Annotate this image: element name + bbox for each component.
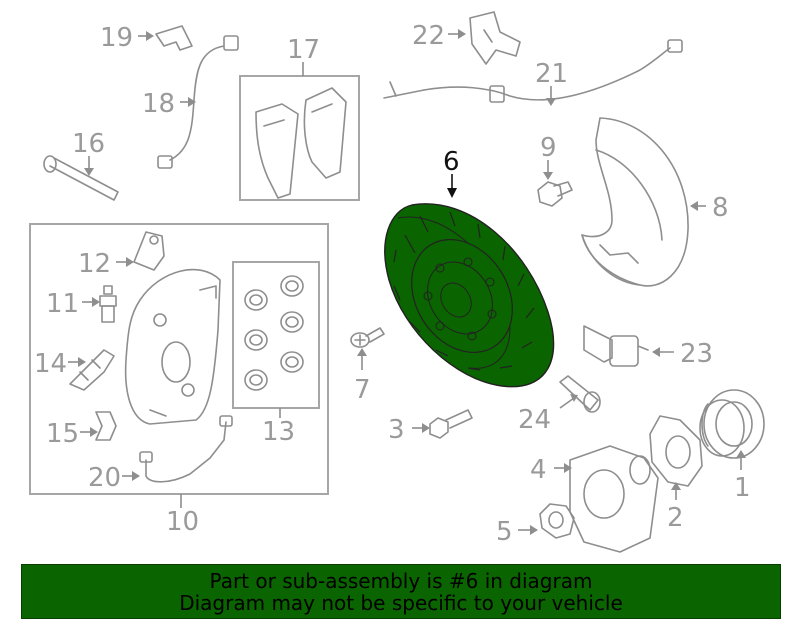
clip-part[interactable]: [155, 25, 193, 51]
callout-7[interactable]: 7: [354, 375, 371, 405]
callout-10[interactable]: 10: [166, 507, 199, 537]
callout-11[interactable]: 11: [46, 289, 79, 319]
wear-sensor-part[interactable]: [583, 325, 649, 367]
callout-4[interactable]: 4: [530, 455, 547, 485]
callout-9[interactable]: 9: [540, 133, 557, 163]
callout-12[interactable]: 12: [78, 249, 111, 279]
callout-18[interactable]: 18: [142, 89, 175, 119]
pin-part[interactable]: [43, 155, 119, 201]
caliper-part[interactable]: [124, 268, 221, 425]
bleeder-part[interactable]: [99, 285, 117, 323]
brake-pads-group-box: [239, 75, 360, 201]
callout-16[interactable]: 16: [72, 129, 105, 159]
brake-rotor-part[interactable]: [384, 203, 555, 388]
arrow-6: [447, 188, 457, 198]
rotor-screw-part[interactable]: [350, 327, 385, 348]
callout-15[interactable]: 15: [46, 419, 79, 449]
callout-5[interactable]: 5: [496, 517, 513, 547]
callout-2[interactable]: 2: [667, 503, 684, 533]
seal-kit-group-box: [232, 261, 320, 409]
callout-20[interactable]: 20: [88, 463, 121, 493]
part-info-banner: Part or sub-assembly is #6 in diagram Di…: [21, 564, 781, 619]
callout-21[interactable]: 21: [535, 59, 568, 89]
dust-shield-part[interactable]: [581, 117, 689, 287]
callout-24[interactable]: 24: [518, 405, 551, 435]
banner-line-2: Diagram may not be specific to your vehi…: [179, 590, 623, 615]
callout-8[interactable]: 8: [712, 193, 729, 223]
callout-19[interactable]: 19: [100, 23, 133, 53]
backing-plate-part[interactable]: [649, 415, 703, 487]
retaining-clip-part[interactable]: [95, 411, 117, 441]
hose-bracket-part[interactable]: [469, 11, 521, 65]
brake-line-part[interactable]: [139, 415, 233, 483]
caliper-group-box: [29, 223, 329, 495]
sleeve-part[interactable]: [559, 375, 601, 413]
pad-bracket-part[interactable]: [133, 231, 165, 271]
callout-1[interactable]: 1: [734, 473, 751, 503]
shield-bolt-part[interactable]: [537, 181, 573, 207]
callout-14[interactable]: 14: [34, 349, 67, 379]
callout-17[interactable]: 17: [287, 35, 320, 65]
sensor-wire-part[interactable]: [157, 35, 239, 169]
callout-3[interactable]: 3: [388, 415, 405, 445]
seal-kit-part[interactable]: [244, 275, 304, 391]
brake-hose-part[interactable]: [383, 39, 683, 103]
leader-24: [559, 397, 575, 409]
wheel-hub-part[interactable]: [569, 445, 659, 553]
hub-nut-part[interactable]: [539, 503, 575, 539]
brake-pads-part[interactable]: [255, 87, 347, 199]
callout-6[interactable]: 6: [443, 147, 460, 177]
callout-13[interactable]: 13: [262, 417, 295, 447]
wheel-bearing-part[interactable]: [699, 389, 765, 459]
spring-clip-part[interactable]: [69, 349, 115, 391]
caliper-bolt-part[interactable]: [429, 409, 473, 439]
callout-23[interactable]: 23: [680, 339, 713, 369]
banner-line-1: Part or sub-assembly is #6 in diagram: [209, 568, 593, 593]
callout-22[interactable]: 22: [412, 21, 445, 51]
